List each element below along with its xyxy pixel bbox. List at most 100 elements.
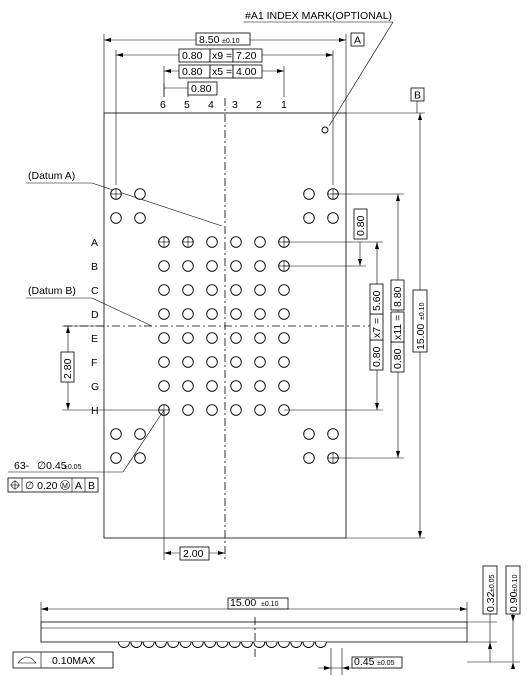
pitch-single: 0.80 (191, 83, 212, 95)
row-letter: A (91, 237, 98, 249)
side-solder-ball (302, 641, 315, 648)
pitch-x7-mult: x7 = (371, 318, 383, 338)
side-solder-ball (191, 641, 204, 648)
solder-ball (230, 308, 242, 320)
solder-ball (278, 284, 290, 296)
side-solder-ball (216, 641, 229, 648)
pitch-right-box (353, 208, 368, 240)
row-letter: E (91, 333, 98, 345)
pitch-x9-arrow-left (116, 53, 123, 57)
side-length-value: 15.00 (230, 597, 256, 609)
pitch-x11-mult: x11 = (392, 315, 404, 340)
row-letter: B (91, 261, 98, 273)
solder-ball (206, 284, 218, 296)
width-arrow-left (104, 38, 111, 42)
solder-ball (230, 404, 242, 416)
pitch-x9-pitch: 0.80 (182, 50, 203, 62)
solder-ball (182, 380, 194, 392)
ball-grid (110, 188, 339, 464)
solder-ball (182, 260, 194, 272)
offset-bottom-box (179, 546, 210, 561)
datum-a-tag-box (350, 32, 365, 47)
side-solder-ball (179, 641, 192, 648)
solder-ball (110, 428, 122, 440)
ball-count: 63- (14, 460, 30, 472)
solder-ball (254, 308, 266, 320)
position-symbol-icon (10, 480, 20, 490)
height-tol: ±0.10 (419, 302, 426, 320)
pitch-x9-mult: x9 = (212, 50, 232, 62)
pitch-x9-total-box (232, 48, 263, 63)
column-number: 5 (184, 99, 190, 111)
offset-left-arrow-bottom (66, 403, 70, 410)
solder-ball (278, 380, 290, 392)
position-tolerance-ref-b: B (88, 480, 95, 492)
solder-ball (303, 212, 315, 224)
column-number: 2 (256, 99, 262, 111)
solder-ball (230, 284, 242, 296)
height-arrow-top (418, 113, 422, 120)
pitch-x5-arrow-left (164, 69, 171, 73)
side-thickness-tol: ±0.05 (489, 574, 496, 592)
ball-count-leader (122, 409, 165, 473)
profile-surface-icon (17, 656, 37, 664)
solder-ball (254, 260, 266, 272)
row-letter: H (91, 405, 99, 417)
pitch-x5-pitch: 0.80 (182, 66, 203, 78)
row-letter: F (91, 357, 97, 369)
side-solder-ball (265, 641, 278, 648)
side-solder-ball (241, 641, 253, 648)
solder-ball (278, 356, 290, 368)
height-arrow-bottom (418, 531, 422, 538)
solder-ball (303, 188, 315, 200)
side-body (40, 621, 468, 643)
mmc-circle (60, 480, 70, 490)
side-solder-ball (277, 641, 290, 648)
position-tolerance-value: ∅ 0.20 (25, 480, 58, 492)
solder-ball (254, 380, 266, 392)
column-number: 1 (281, 99, 287, 111)
solder-ball (206, 380, 218, 392)
ball-diameter-arrow-left (324, 666, 331, 670)
side-solder-ball (154, 641, 167, 648)
solder-ball (327, 212, 339, 224)
side-solder-ball (142, 641, 155, 648)
side-solder-ball (118, 641, 130, 648)
pitch-x5-mult: x5 = (212, 66, 232, 78)
pitch-x5-arrow-right (277, 69, 284, 73)
solder-ball (158, 260, 170, 272)
side-solder-ball (314, 641, 327, 648)
datum-a-tag: A (354, 35, 361, 47)
ball-diameter-side-value: 0.45 (354, 656, 375, 668)
solder-ball (182, 404, 194, 416)
solder-ball (206, 236, 218, 248)
side-height-value: 0.90 (508, 591, 520, 612)
solder-ball (327, 428, 339, 440)
solder-ball (254, 332, 266, 344)
width-value: 8.50 (199, 34, 220, 46)
solder-ball (230, 236, 242, 248)
index-mark-leader (328, 21, 394, 127)
ball-diameter-tol: ±0.05 (64, 464, 82, 471)
solder-ball (158, 332, 170, 344)
solder-ball (134, 428, 146, 440)
side-length-tol: ±0.10 (261, 601, 279, 608)
pitch-x11-total: 8.80 (392, 286, 404, 307)
solder-ball (278, 332, 290, 344)
column-number: 6 (160, 99, 166, 111)
side-length-arrow-right (460, 607, 467, 611)
offset-left-box (60, 351, 75, 383)
solder-ball (303, 452, 315, 464)
offset-left: 2.80 (62, 358, 74, 379)
datum-a-label: (Datum A) (28, 170, 75, 182)
position-tolerance-ref-a: A (75, 480, 82, 492)
solder-ball (254, 236, 266, 248)
offset-left-arrow-top (66, 326, 70, 333)
side-solder-ball (130, 641, 143, 648)
pitch-x11-total-box (390, 279, 405, 311)
position-tolerance-frame: ∅ 0.20 M A B (7, 477, 99, 493)
pitch-x11-arrow-top (396, 194, 400, 201)
pitch-x11-mult-bg (390, 311, 405, 343)
side-height-arrow-top (511, 615, 515, 622)
